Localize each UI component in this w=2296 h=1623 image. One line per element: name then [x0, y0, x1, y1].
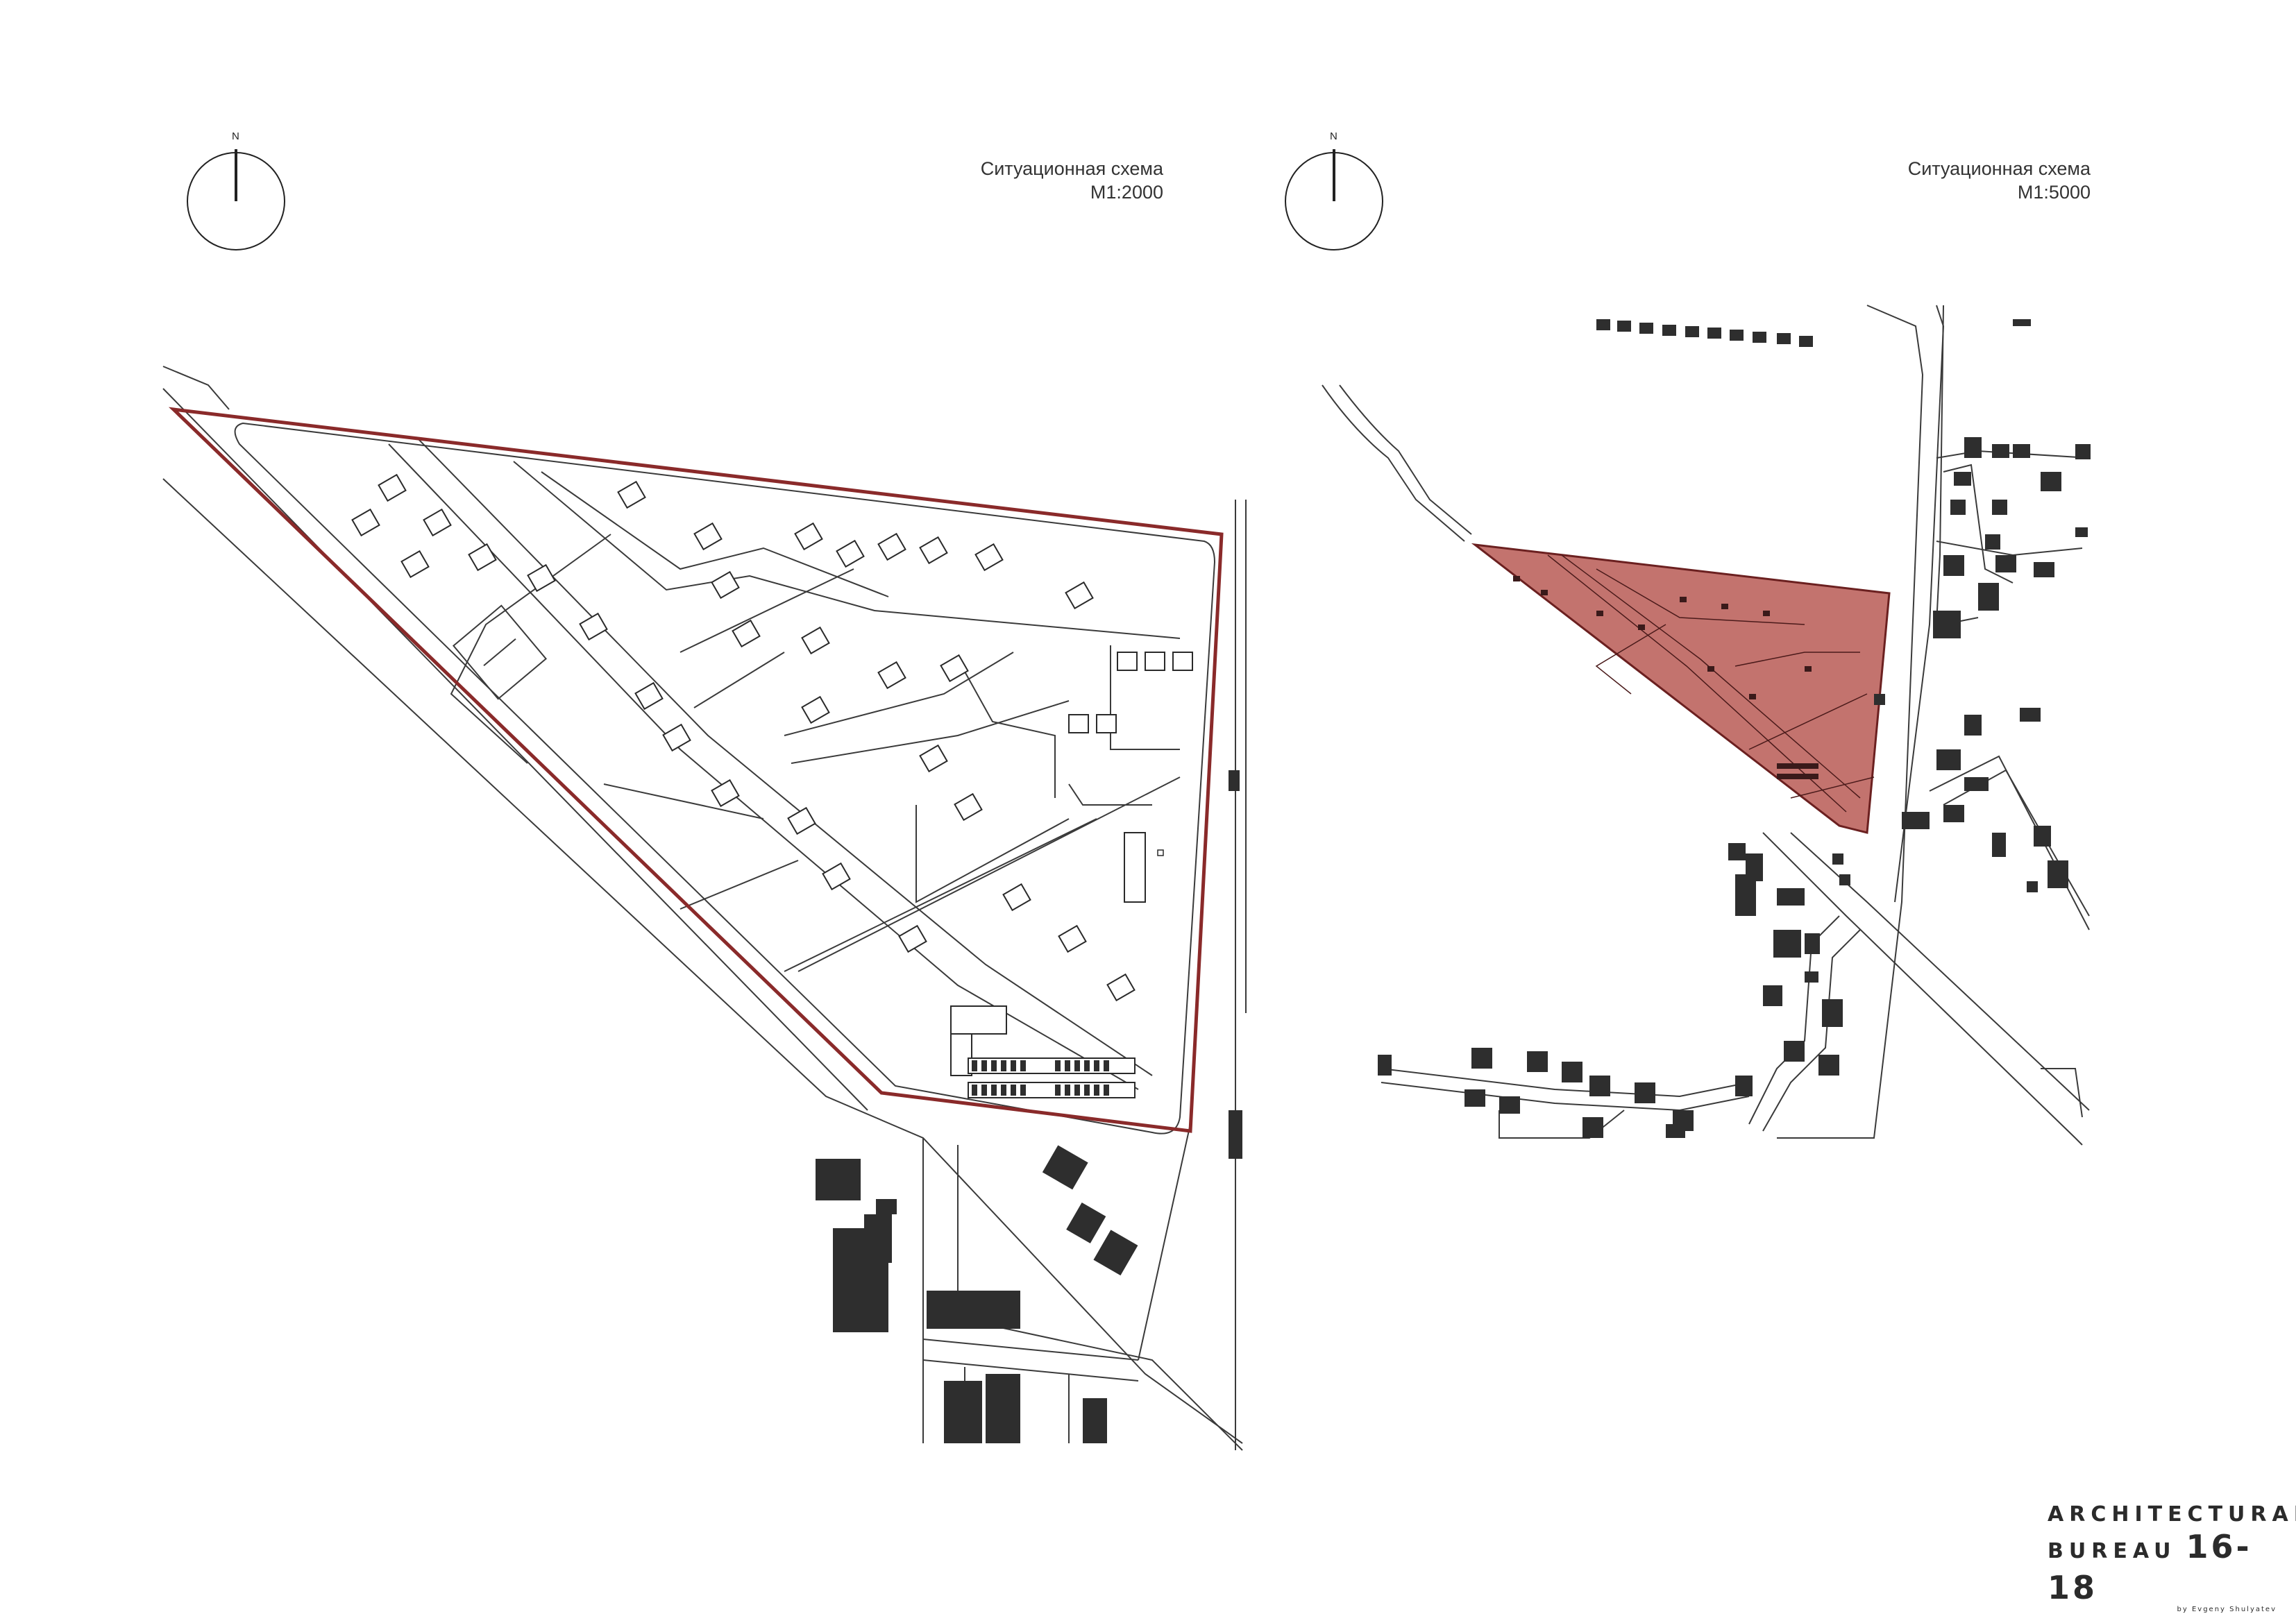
north-arrow-icon — [187, 149, 285, 250]
apartment-block — [950, 1005, 1136, 1098]
context-buildings — [1378, 319, 2091, 1138]
residential-houses — [351, 473, 1193, 1002]
site-area-highlight — [1471, 543, 1891, 834]
plan-title-right: Ситуационная схема М1:5000 — [1908, 157, 2091, 204]
site-plan-1-2000 — [162, 149, 1247, 1451]
north-label: N — [1330, 130, 1337, 142]
apartment-windows — [972, 1060, 1109, 1096]
road-network — [162, 366, 1247, 1451]
site-inner-outline — [234, 422, 1216, 1135]
logo-author: by Evgeny Shulyatev — [2177, 1606, 2277, 1613]
plan-title-text: Ситуационная схема — [1907, 158, 2091, 179]
north-arrow-icon — [1285, 149, 1383, 250]
logo-number: 16-18 — [2048, 1528, 2252, 1606]
site-houses — [1513, 576, 1818, 779]
logo-word: BUREAU — [2048, 1539, 2177, 1563]
plan-scale-text: М1:5000 — [2017, 182, 2091, 203]
plan-scale-text: М1:2000 — [1090, 182, 1163, 203]
utility-marker — [1157, 849, 1164, 856]
logo-line-1: ARCHITECTURAL — [2048, 1502, 2296, 1527]
context-buildings — [816, 770, 1242, 1443]
internal-streets — [388, 436, 1181, 1090]
north-label: N — [232, 130, 239, 142]
tennis-court — [452, 604, 548, 700]
site-boundary — [168, 407, 1224, 1133]
plan-title-text: Ситуационная схема — [980, 158, 1163, 179]
road-network — [1322, 305, 2090, 1146]
site-internal-streets — [1547, 554, 1875, 813]
plan-title-left: Ситуационная схема М1:2000 — [981, 157, 1163, 204]
